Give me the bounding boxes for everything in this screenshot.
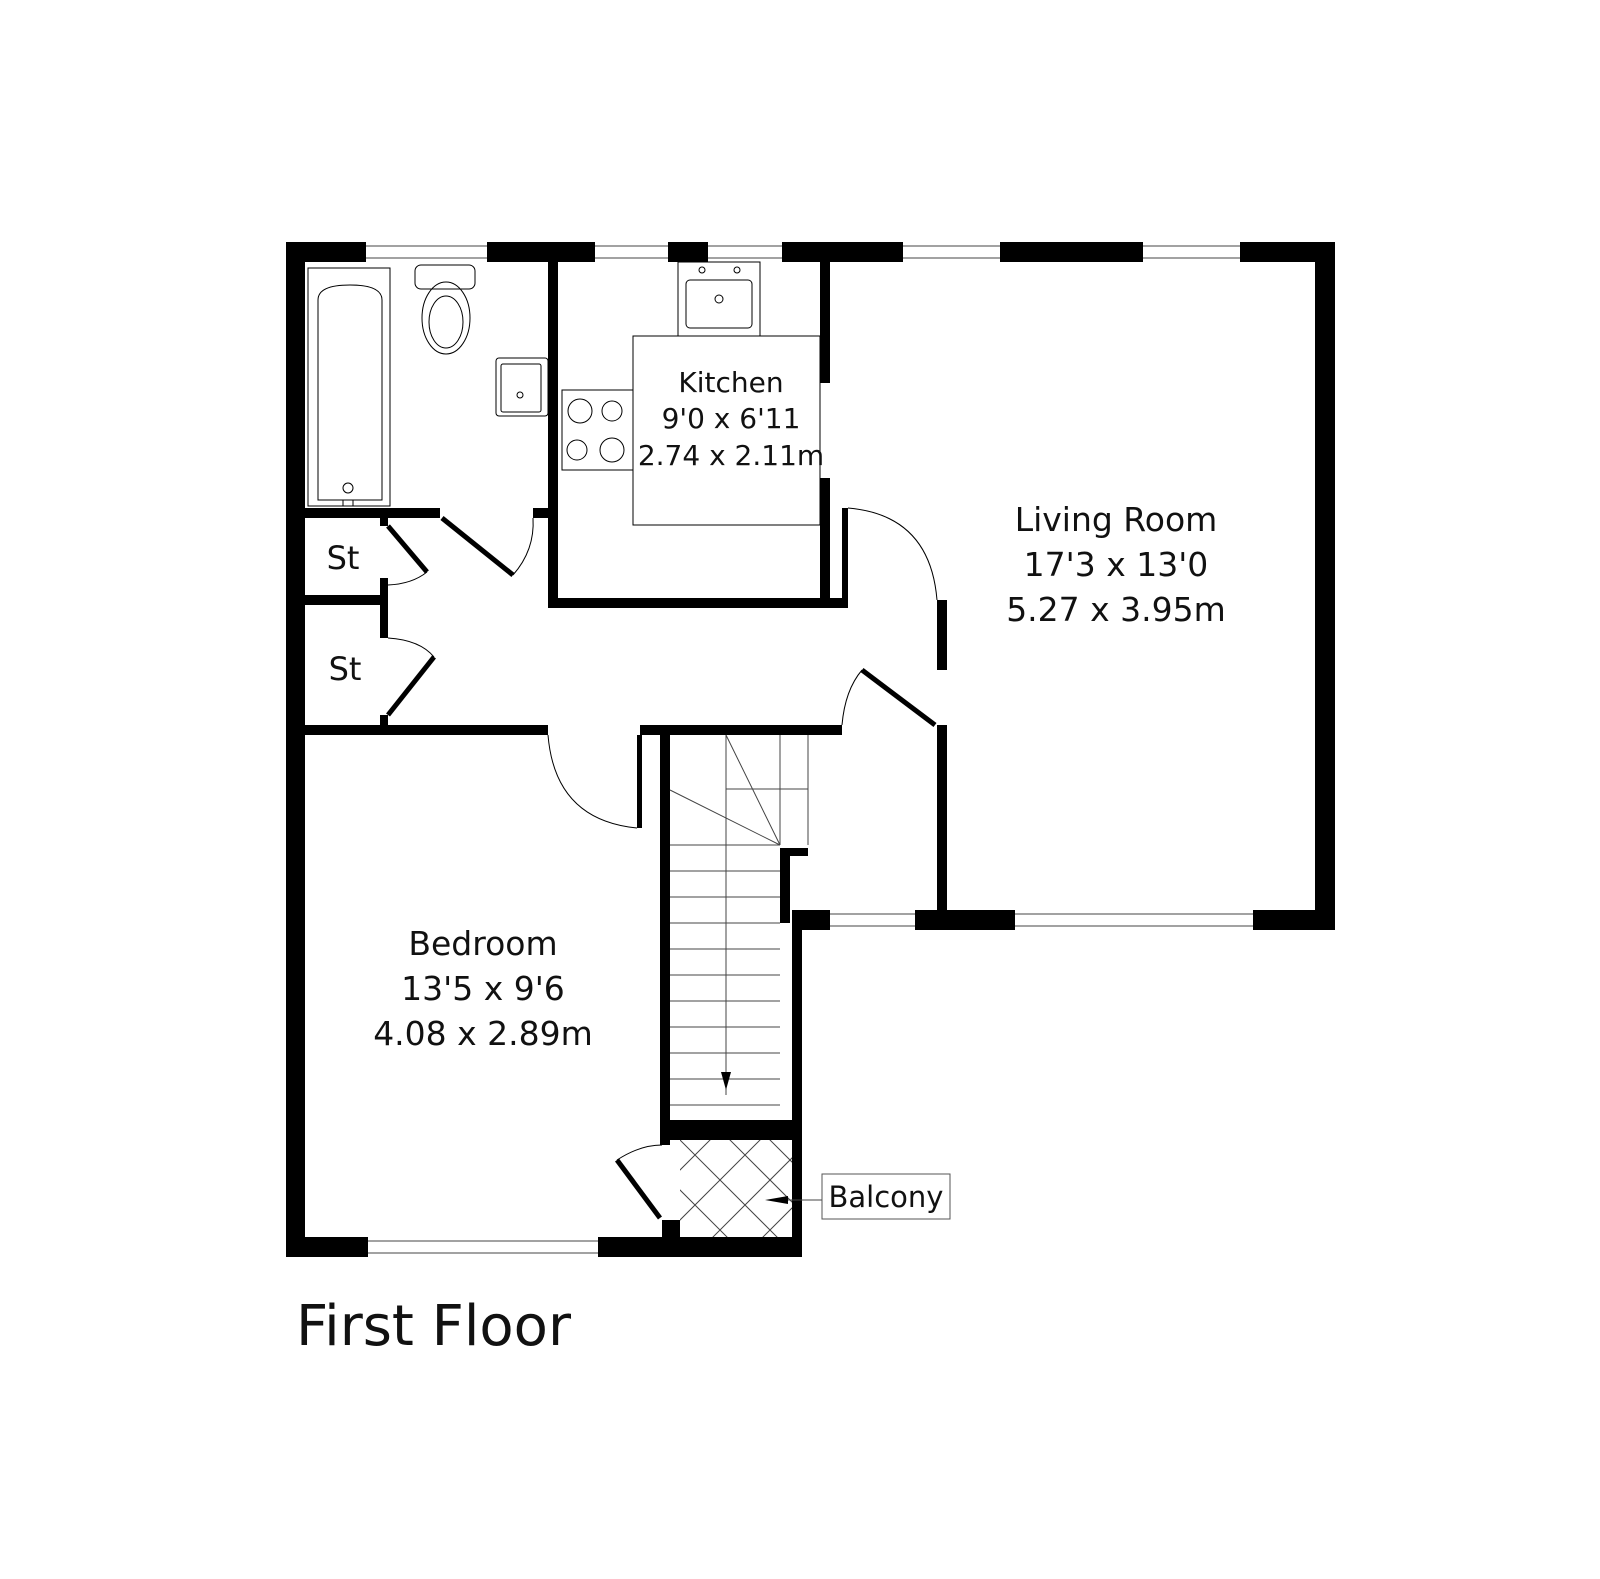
floor-title: First Floor [296,1294,572,1359]
arrow-down-icon [721,1072,731,1090]
living-room-metric: 5.27 x 3.95m [1006,590,1226,629]
bathtub-icon [307,267,391,507]
balcony: Balcony [680,1140,951,1237]
bathroom-fixtures [307,264,549,507]
balcony-label: Balcony [829,1180,944,1214]
balcony-callout-box [821,1173,951,1220]
storage-2-label: St [329,650,362,688]
windows [366,245,1253,1254]
kitchen-metric: 2.74 x 2.11m [638,439,824,472]
sink-icon [677,261,761,337]
hob-icon [561,389,634,471]
kitchen-name: Kitchen [678,366,783,399]
kitchen-fixtures [561,261,821,526]
walls [286,242,1335,1257]
storage-1-label: St [327,539,360,577]
bedroom-name: Bedroom [408,924,557,963]
bedroom-metric: 4.08 x 2.89m [373,1014,593,1053]
living-room-imperial: 17'3 x 13'0 [1024,545,1209,584]
kitchen-imperial: 9'0 x 6'11 [662,402,801,435]
toilet-icon [414,264,476,355]
doors [386,507,938,1220]
staircase [669,734,809,1106]
room-labels: Kitchen 9'0 x 6'11 2.74 x 2.11m Living R… [327,366,1226,1053]
basin-icon [495,357,549,417]
living-room-name: Living Room [1015,500,1218,539]
bedroom-imperial: 13'5 x 9'6 [401,969,565,1008]
